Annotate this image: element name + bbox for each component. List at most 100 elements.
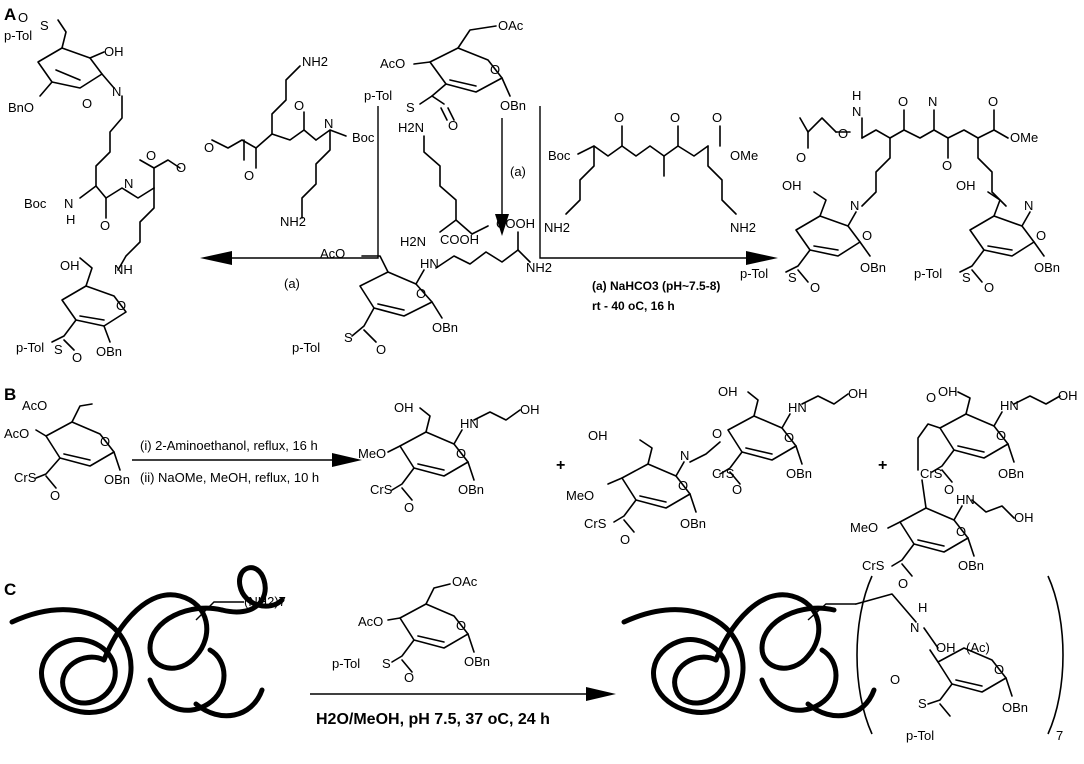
c-ring-o: O	[456, 618, 466, 633]
c-s: S	[382, 656, 391, 671]
right-sugar2-nh: N	[1024, 198, 1033, 213]
condition-a-down: (a)	[510, 164, 526, 179]
c-product-s: S	[918, 696, 927, 711]
b2-ring-o-right: O	[784, 430, 794, 445]
product-ring-o: O	[416, 286, 426, 301]
nh2-7-label: (NH2)7	[244, 594, 286, 609]
product-nh2: NH2	[526, 260, 552, 275]
b-so-o: O	[50, 488, 60, 503]
arrow-down-a: (a)	[495, 118, 526, 236]
condition-a-right-2: rt - 40 oC, 16 h	[592, 299, 675, 313]
b2-oh-right: OH	[718, 384, 738, 399]
b3-meo: MeO	[850, 520, 878, 535]
starting-sugar-b: AcO AcO O CrS O OBn	[4, 398, 130, 503]
left-h: H	[66, 212, 75, 227]
plus-1: +	[556, 457, 565, 474]
c-product-so-o: O	[890, 672, 900, 687]
b1-oh: OH	[394, 400, 414, 415]
arrow-c: H2O/MeOH, pH 7.5, 37 oC, 24 h	[310, 687, 616, 728]
c-ptol: p-Tol	[332, 656, 360, 671]
arrow-left-a: (a)	[200, 106, 379, 291]
b2-o-link: O	[712, 426, 722, 441]
b3-oh-chain-top: OH	[1058, 388, 1078, 403]
tripeptide-boc: Boc	[548, 148, 571, 163]
b2-oh-chain: OH	[848, 386, 868, 401]
right-sugar1-ring-o: O	[862, 228, 872, 243]
b2-crs-right: CrS	[712, 466, 735, 481]
tripeptide-nh2-left: NH2	[544, 220, 570, 235]
b2-meo: MeO	[566, 488, 594, 503]
right-amide-n-1: N	[928, 94, 937, 109]
lysine-product: AcO HN COOH NH2 O OBn p-Tol S O	[292, 216, 552, 357]
b3-so-o-bottom: O	[898, 576, 908, 591]
b2-hn-right: HN	[788, 400, 807, 415]
b2-so-o-right: O	[732, 482, 742, 497]
b3-oh-chain-bottom: OH	[1014, 510, 1034, 525]
lysine-nh2-alpha: H2N	[400, 234, 426, 249]
condition-b1: (i) 2-Aminoethanol, reflux, 16 h	[140, 438, 318, 453]
left-amide-n: N	[124, 176, 133, 191]
left-top-n: N	[112, 84, 121, 99]
starting-sugar-a: OAc AcO O S p-Tol O OBn	[364, 18, 526, 133]
c-oac: OAc	[452, 574, 478, 589]
lysine-structure: H2N H2N COOH	[398, 120, 489, 249]
b1-oh-chain: OH	[520, 402, 540, 417]
right-sugar2-ptol: p-Tol	[914, 266, 942, 281]
dipeptide-boc: Boc	[352, 130, 375, 145]
b-obn: OBn	[104, 472, 130, 487]
panel-label-b: B	[4, 385, 16, 404]
tripeptide-right: Boc O O O OMe NH2 NH2	[544, 110, 758, 235]
product-so-o: O	[376, 342, 386, 357]
tripeptide-o-3: O	[712, 110, 722, 125]
condition-c: H2O/MeOH, pH 7.5, 37 oC, 24 h	[316, 711, 550, 728]
tripeptide-ome: OMe	[730, 148, 758, 163]
left-bottom-obn: OBn	[96, 344, 122, 359]
right-sugar1-so-o: O	[810, 280, 820, 295]
b3-oh-top: OH	[938, 384, 958, 399]
right-sugar1-nh: N	[850, 198, 859, 213]
product-obn: OBn	[432, 320, 458, 335]
right-sugar2-obn: OBn	[1034, 260, 1060, 275]
c-product-h: H	[918, 600, 927, 615]
dipeptide-o-methyl: O	[204, 140, 214, 155]
b2-so-o-left: O	[620, 532, 630, 547]
b-product-2: OH N O MeO O CrS O OBn OH HN OH O CrS O …	[566, 384, 868, 547]
dipeptide-o-top: O	[294, 98, 304, 113]
c-product-oh: OH	[936, 640, 956, 655]
left-amide-o: O	[100, 218, 110, 233]
b3-crs-top: CrS	[920, 466, 943, 481]
b-product-3: O OH HN OH O CrS O OBn HN OH MeO O CrS O…	[850, 384, 1078, 591]
left-top-s: S	[40, 18, 49, 33]
left-top-ring-o: O	[82, 96, 92, 111]
left-ester-o-methyl: O	[176, 160, 186, 175]
sulfoxide-o-label: O	[448, 118, 458, 133]
dipeptide-nh2-bottom: NH2	[280, 214, 306, 229]
b3-hn-top: HN	[1000, 398, 1019, 413]
left-top-oh: OH	[104, 44, 124, 59]
protein-coil-left: (NH2)7	[9, 565, 286, 719]
panel-label-c: C	[4, 580, 16, 599]
condition-b2: (ii) NaOMe, MeOH, reflux, 10 h	[140, 470, 319, 485]
left-bottom-oh: OH	[60, 258, 80, 273]
b2-obn-left: OBn	[680, 516, 706, 531]
b3-ring-o-bottom: O	[956, 524, 966, 539]
b3-obn-top: OBn	[998, 466, 1024, 481]
right-sugar2-s: S	[962, 270, 971, 285]
right-sugar2-oh: OH	[956, 178, 976, 193]
sulfur-label: S	[406, 100, 415, 115]
plus-2: +	[878, 457, 887, 474]
b3-crs-bottom: CrS	[862, 558, 885, 573]
right-amide-o-1: O	[898, 94, 908, 109]
product-aco: AcO	[320, 246, 345, 261]
tripeptide-o-1: O	[614, 110, 624, 125]
aco-label: AcO	[380, 56, 405, 71]
panel-label-a: A	[4, 5, 16, 24]
c-sugar: OAc AcO O p-Tol S O OBn	[332, 574, 490, 685]
left-bis-sugar-product: p-Tol S O OH BnO N O Boc N H O N O O OH …	[4, 10, 186, 365]
product-hn: HN	[420, 256, 439, 271]
b3-hn-bottom: HN	[956, 492, 975, 507]
right-sugar1-s: S	[788, 270, 797, 285]
c-product-ptol: p-Tol	[906, 728, 934, 743]
left-top-so-o: O	[18, 10, 28, 25]
dipeptide-nh: N	[324, 116, 333, 131]
